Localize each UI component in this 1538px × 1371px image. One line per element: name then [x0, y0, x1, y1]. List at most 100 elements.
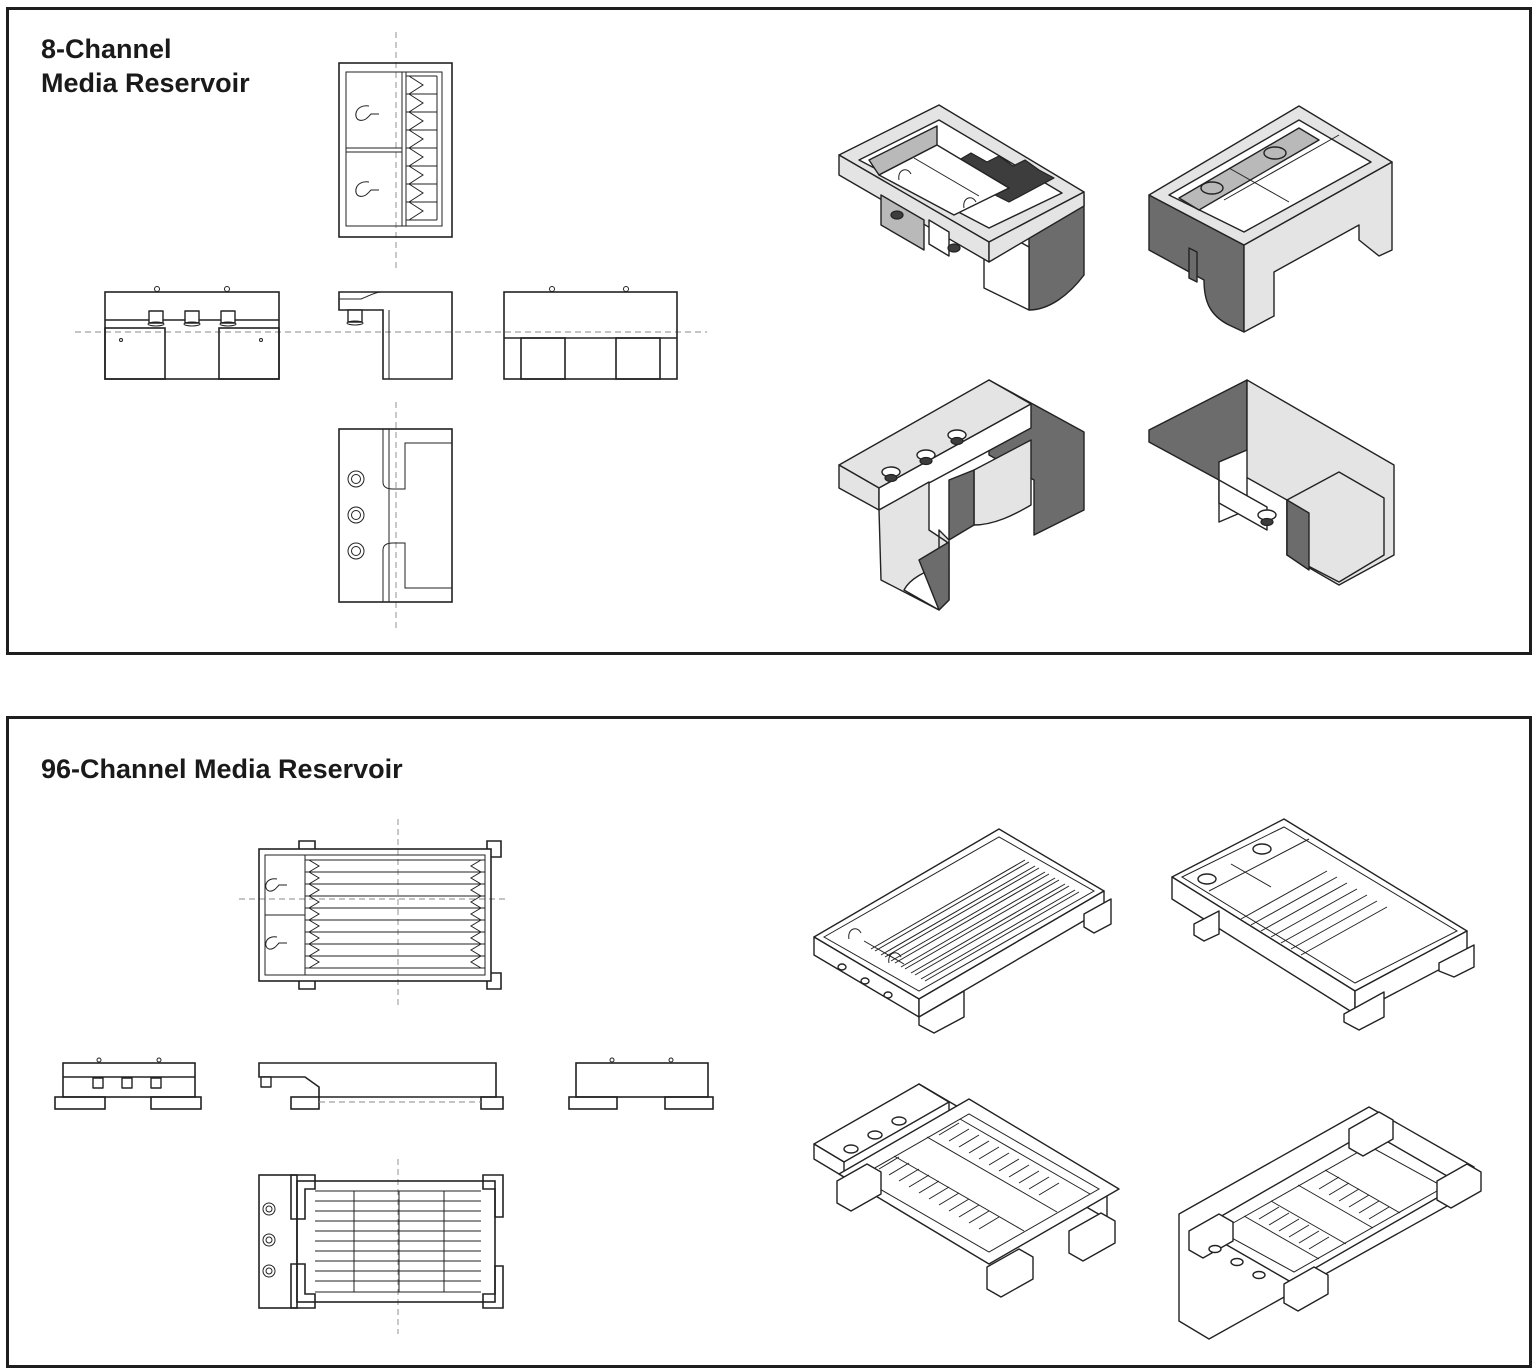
nub-r-1: [549, 286, 555, 292]
inlet-hook-2: [355, 181, 379, 197]
top-view-8: [338, 62, 453, 238]
bottom-view-outline: [338, 428, 453, 603]
port-2: [184, 310, 200, 324]
iso96a-port-2: [860, 977, 870, 985]
iso-96-bottom-back: [1178, 1106, 1482, 1340]
top96-chevrons-l: [308, 859, 320, 969]
iso-8-top-front: [838, 104, 1085, 311]
right-view-96: [568, 1057, 714, 1110]
iso96d-grid-ribs: [1243, 1169, 1401, 1260]
iso1-chamber-divider: [913, 157, 980, 197]
bottom-view-lower-cut: [382, 542, 452, 602]
iso96d-foot-2: [1436, 1163, 1482, 1209]
iso96a-inner: [822, 836, 1096, 992]
iso-8-top-back: [1148, 105, 1393, 333]
iso-8-bottom-back: [1148, 379, 1395, 586]
bottom96-body: [296, 1180, 496, 1303]
title-line-1: 96-Channel Media Reservoir: [41, 754, 403, 784]
iso96d-foot-4: [1283, 1266, 1329, 1312]
right-view-foot-l: [520, 337, 566, 380]
iso96c-fins-2: [938, 1122, 1060, 1196]
left-view-96: [54, 1057, 202, 1110]
left96-port-3: [150, 1077, 162, 1089]
iso2-inlet-2: [1263, 146, 1287, 160]
iso96c-foot-3: [1068, 1212, 1116, 1262]
top96-hook-1: [265, 878, 287, 892]
iso96c-grid-inner: [857, 1113, 1101, 1253]
iso-96-top-front: [813, 828, 1112, 1034]
panel-8-channel: 8-Channel Media Reservoir: [6, 7, 1532, 655]
iso96a-port-1: [837, 963, 847, 971]
front-view-lip: [339, 291, 382, 300]
iso96d-foot-3: [1188, 1213, 1234, 1259]
iso3-port-1-hole: [884, 473, 898, 483]
iso96c-foot-1: [836, 1163, 882, 1212]
front-port-base: [346, 320, 364, 326]
iso4-shelf: [1218, 479, 1268, 531]
iso-96-bottom-front: [813, 1083, 1120, 1298]
iso3-foot-r-inner: [948, 469, 975, 541]
bottom96-port-3: [262, 1264, 276, 1278]
iso1-port-b: [947, 243, 961, 253]
right-view-foot-r: [615, 337, 661, 380]
iso96c-port-1: [843, 1144, 859, 1154]
hole-1: [119, 338, 123, 342]
iso96b-foot-3: [1438, 944, 1475, 978]
isometric-views-96: [813, 818, 1482, 1340]
bottom96-grid-h: [315, 1200, 481, 1282]
left-view-foot-l: [104, 327, 166, 380]
iso96b-channels: [1240, 870, 1388, 956]
bottom96-port-2: [262, 1233, 276, 1247]
iso96d-port-2: [1230, 1257, 1244, 1267]
iso4-port-hole: [1260, 517, 1274, 527]
left96-nub-2: [156, 1057, 162, 1063]
bottom96-corner-tr: [482, 1174, 504, 1218]
iso1-under-block: [880, 194, 925, 251]
top-view-inner: [345, 71, 443, 227]
bottom96-corner-br: [482, 1265, 504, 1309]
right96-foot-l: [568, 1096, 618, 1110]
iso96c-foot-2: [986, 1248, 1034, 1298]
orthographic-views-96: [54, 819, 714, 1334]
top96-chevrons-r: [470, 859, 482, 969]
isometric-views-8: [838, 104, 1395, 611]
port-3-base: [219, 321, 237, 327]
iso3-ledge-side: [878, 403, 1032, 511]
nub-2: [224, 286, 230, 292]
iso-96-top-back: [1171, 818, 1475, 1031]
iso96a-chamber-line: [863, 940, 905, 965]
iso1-under-port: [928, 219, 950, 257]
iso1-side-lip: [988, 191, 1085, 263]
channel-rows: [406, 75, 437, 221]
bottom-port-1-outer: [347, 470, 365, 488]
top-view-outline: [338, 62, 453, 238]
bottom96-port-1-inner: [265, 1205, 273, 1213]
panel-96-channel: 96-Channel Media Reservoir: [6, 716, 1532, 1368]
iso96a-channels-2: [870, 859, 1076, 980]
iso96d-fins-2: [1318, 1176, 1390, 1220]
iso96d-fins-1: [1258, 1206, 1330, 1250]
front96-foot-l: [290, 1096, 320, 1110]
top96-channels: [305, 859, 485, 969]
right-view-8: [503, 286, 678, 380]
iso1-chamber-floor: [878, 144, 1010, 216]
iso2-top-opening: [1168, 119, 1372, 233]
title-line-1: 8-Channel: [41, 34, 172, 64]
bottom96-port-1: [262, 1202, 276, 1216]
orthographic-views-8: [75, 32, 707, 632]
iso3-ports: [881, 429, 967, 483]
iso1-hook-1: [898, 169, 912, 181]
iso3-foot-l-shadow: [918, 541, 950, 611]
port-1-base: [147, 321, 165, 327]
bottom-port-2-inner: [351, 510, 361, 520]
right96-nub-2: [668, 1057, 674, 1063]
right96-body: [575, 1062, 709, 1098]
bottom96-port-2-inner: [265, 1236, 273, 1244]
iso96b-divider: [1230, 863, 1272, 888]
iso3-port-3-hole: [950, 436, 964, 446]
iso96b-inner: [1180, 826, 1459, 984]
iso96b-foot-1: [1193, 910, 1220, 942]
port-1: [148, 310, 164, 324]
top96-tabs: [298, 840, 502, 990]
front-view-8: [338, 291, 453, 380]
